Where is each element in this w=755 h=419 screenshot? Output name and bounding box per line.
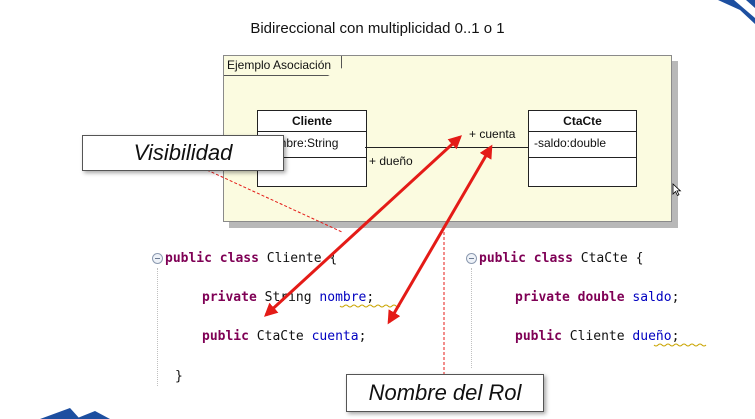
class-cliente-name: Cliente: [258, 111, 366, 132]
diagram-frame-label: Ejemplo Asociación: [224, 56, 343, 76]
callout-nombre-rol: Nombre del Rol: [346, 374, 544, 412]
semicolon: ;: [358, 329, 367, 344]
corner-logo-shape: [700, 0, 755, 28]
kw-double: double: [577, 290, 625, 305]
fold-marker-cliente[interactable]: [152, 253, 163, 264]
arrow-rol-to-cuenta: [387, 144, 493, 325]
code-gutter-cliente: [157, 268, 158, 386]
kw-private: private: [515, 290, 570, 305]
slide-title: Bidireccional con multiplicidad 0..1 o 1: [250, 20, 505, 37]
callout-visibilidad: Visibilidad: [82, 135, 284, 171]
class-ctacte-name: CtaCte: [529, 111, 636, 132]
class-ctacte-attribute: -saldo:double: [529, 132, 636, 158]
corner-decoration-shape: [0, 403, 120, 419]
kw-class: class: [219, 251, 259, 266]
kw-public: public: [202, 329, 249, 344]
cursor-icon: [672, 183, 682, 197]
kw-private: private: [202, 290, 257, 305]
kw-class: class: [533, 251, 573, 266]
role-cuenta: + cuenta: [469, 127, 516, 141]
type-cliente: Cliente: [569, 329, 625, 344]
field-cuenta: cuenta: [311, 329, 359, 344]
dashed-leader-visibilidad: [206, 169, 343, 233]
code-line-cliente-cuenta: public CtaCte cuenta;: [202, 329, 366, 344]
class-name: CtaCte: [580, 251, 628, 266]
kw-public: public: [165, 251, 212, 266]
warning-squiggle-nombre: [339, 304, 401, 308]
brace-open: {: [635, 251, 644, 266]
warning-squiggle-dueno: [653, 343, 707, 347]
kw-public: public: [515, 329, 562, 344]
class-ctacte[interactable]: CtaCte -saldo:double: [528, 110, 637, 187]
field-saldo: saldo: [632, 290, 672, 305]
field-dueno: dueño: [632, 329, 672, 344]
semicolon: ;: [671, 329, 680, 344]
semicolon: ;: [671, 290, 680, 305]
code-line-ctacte-saldo: private double saldo;: [515, 290, 679, 305]
code-line-cliente-close: }: [175, 369, 183, 384]
code-line-ctacte-dueno: public Cliente dueño;: [515, 329, 679, 344]
arrow-cuenta-to-code: [264, 135, 462, 317]
type-ctacte: CtaCte: [256, 329, 304, 344]
